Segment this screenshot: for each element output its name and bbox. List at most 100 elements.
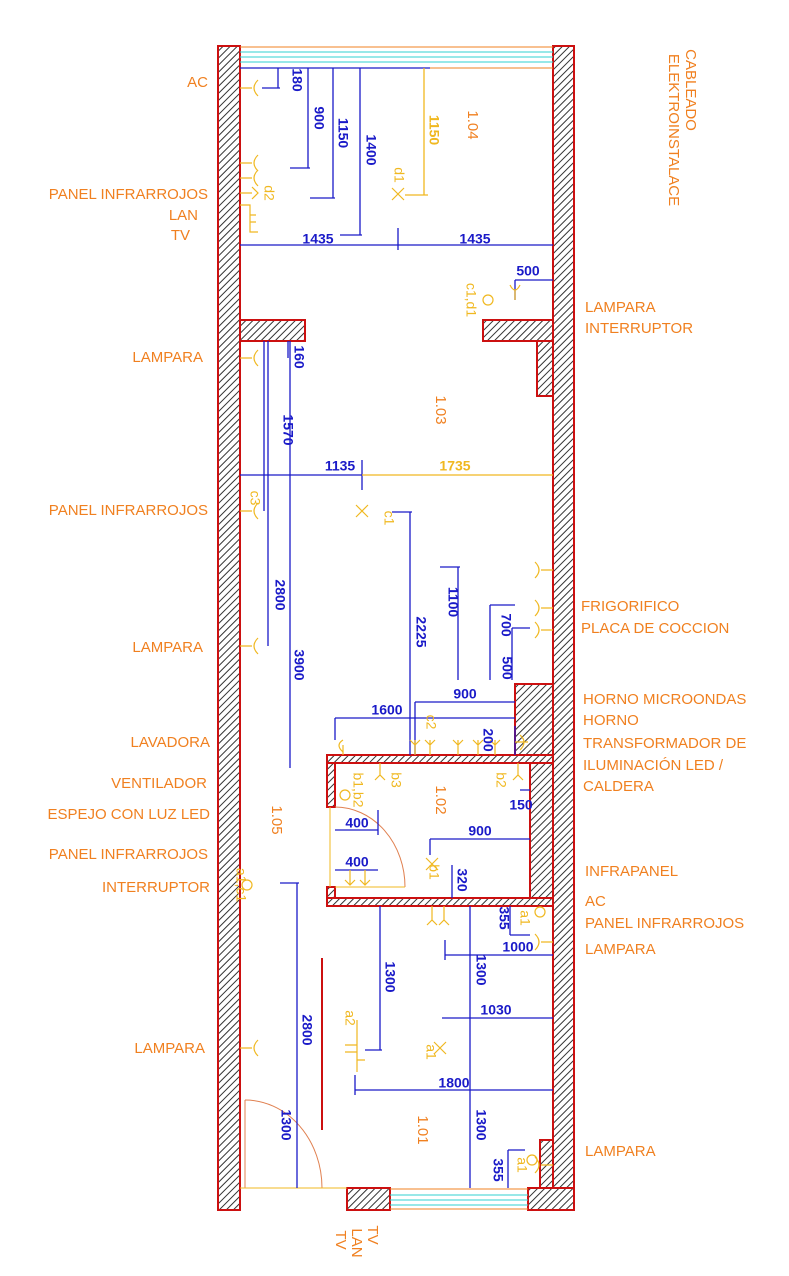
bath-wall-left-top xyxy=(326,762,336,808)
right-label: LAMPARA xyxy=(585,1143,656,1160)
window-bottom xyxy=(390,1188,528,1210)
left-label: INTERRUPTOR xyxy=(102,879,210,896)
dimension-value: 1300 xyxy=(473,1109,489,1140)
left-label: VENTILADOR xyxy=(111,775,207,792)
dimension-value: 3900 xyxy=(291,649,307,680)
dimension-value: 1735 xyxy=(439,458,470,474)
symbol-label: a1 xyxy=(423,1044,439,1060)
symbol-label: a2 xyxy=(342,1010,358,1026)
bottom-wall-right xyxy=(527,1187,575,1211)
left-wall xyxy=(217,45,241,1211)
left-label: LAMPARA xyxy=(134,1040,205,1057)
dimension-value: 1800 xyxy=(438,1075,469,1091)
dimension-value: 1300 xyxy=(278,1109,294,1140)
symbol-label: d1 xyxy=(391,167,407,183)
dimension-value: 1030 xyxy=(480,1002,511,1018)
dimension-value: 1150 xyxy=(335,118,351,149)
walls xyxy=(217,45,575,1211)
right-label: PANEL INFRARROJOS xyxy=(585,915,744,932)
dimension-value: 400 xyxy=(345,815,369,831)
right-wall xyxy=(552,45,575,1211)
symbol-label: c1 xyxy=(381,511,397,526)
bath-socket-icon xyxy=(374,763,524,926)
bath-door-swing xyxy=(334,806,406,888)
switch-icon xyxy=(509,284,553,1174)
mirror-socket-icon xyxy=(344,870,371,886)
symbol-label: b3 xyxy=(388,772,404,788)
dimension-value: 200 xyxy=(480,728,496,752)
dimension-value: 1000 xyxy=(502,939,533,955)
left-label: LAMPARA xyxy=(132,349,203,366)
dimension-value: 400 xyxy=(345,854,369,870)
tv-lan-outlet-icon xyxy=(345,1020,365,1072)
left-label: LAN xyxy=(169,207,198,224)
room-number: 1.04 xyxy=(464,110,481,139)
left-label: TV xyxy=(171,227,190,244)
dimension-lines xyxy=(240,67,553,1188)
symbol-label: b2 xyxy=(493,772,509,788)
kitchen-socket-icon xyxy=(515,561,553,751)
dimension-value: 900 xyxy=(468,823,492,839)
symbol-label: d2 xyxy=(261,185,277,201)
symbol-label: a1 xyxy=(517,910,533,926)
dimension-value: 900 xyxy=(311,106,327,130)
symbol-label: c2 xyxy=(423,715,439,730)
symbol-label: a1,c1 xyxy=(233,868,249,902)
right-label: INTERRUPTOR xyxy=(585,320,693,337)
bath-wall-bottom xyxy=(326,897,554,907)
dimension-value: 900 xyxy=(453,686,477,702)
partition-left xyxy=(239,319,306,342)
right-label: TRANSFORMADOR DE xyxy=(583,735,746,752)
dimension-value: 1400 xyxy=(363,134,379,165)
bottom-label: TV xyxy=(364,1225,381,1244)
dimension-value: 1570 xyxy=(280,414,296,445)
bottom-label: LAN xyxy=(348,1228,365,1257)
dimension-value: 355 xyxy=(496,906,512,930)
dimension-value: 1300 xyxy=(473,954,489,985)
symbol-label: a1 xyxy=(514,1157,530,1173)
right-label: CALDERA xyxy=(583,778,654,795)
left-label: LAVADORA xyxy=(131,734,210,751)
electrical-symbols xyxy=(240,79,553,1174)
lan-tv-icon xyxy=(240,204,258,233)
right-label: LAMPARA xyxy=(585,941,656,958)
title-cableado: CABLEADO xyxy=(682,49,699,131)
bottom-pier xyxy=(539,1139,554,1189)
dimension-value: 150 xyxy=(509,797,533,813)
dimension-value: 1100 xyxy=(445,587,461,618)
lamp-socket-icon xyxy=(240,349,259,1057)
left-label: ESPEJO CON LUZ LED xyxy=(47,806,210,823)
right-label: LAMPARA xyxy=(585,299,656,316)
dimension-value: 320 xyxy=(454,868,470,892)
left-label: AC xyxy=(187,74,208,91)
room-number: 1.01 xyxy=(414,1115,431,1144)
symbol-label: c1,d1 xyxy=(463,283,479,317)
dimension-value: 160 xyxy=(291,345,307,369)
right-label: AC xyxy=(585,893,606,910)
doors xyxy=(240,806,406,1189)
kitchen-block xyxy=(514,683,554,756)
partition-right xyxy=(482,319,554,342)
dimension-value: 2800 xyxy=(299,1014,315,1045)
dimension-value: 2800 xyxy=(272,579,288,610)
dimension-value: 1435 xyxy=(302,231,333,247)
right-label: HORNO MICROONDAS xyxy=(583,691,746,708)
left-label: PANEL INFRARROJOS xyxy=(49,186,208,203)
bottom-wall-segment xyxy=(346,1187,391,1211)
socket-icon xyxy=(240,79,259,97)
dimension-value: 1300 xyxy=(382,961,398,992)
pier xyxy=(536,340,554,397)
right-label: ILUMINACIÓN LED / xyxy=(583,757,724,774)
symbol-label: b1,b2 xyxy=(350,772,366,807)
right-label: HORNO xyxy=(583,712,639,729)
dimension-value: 355 xyxy=(490,1158,506,1182)
appliance-socket-icon xyxy=(338,739,501,755)
bath-wall-right xyxy=(529,762,554,899)
left-label: LAMPARA xyxy=(132,639,203,656)
left-label: PANEL INFRARROJOS xyxy=(49,846,208,863)
dimension-value: 180 xyxy=(289,68,305,92)
dimension-value: 500 xyxy=(499,656,515,680)
symbol-label: b1 xyxy=(426,864,442,880)
